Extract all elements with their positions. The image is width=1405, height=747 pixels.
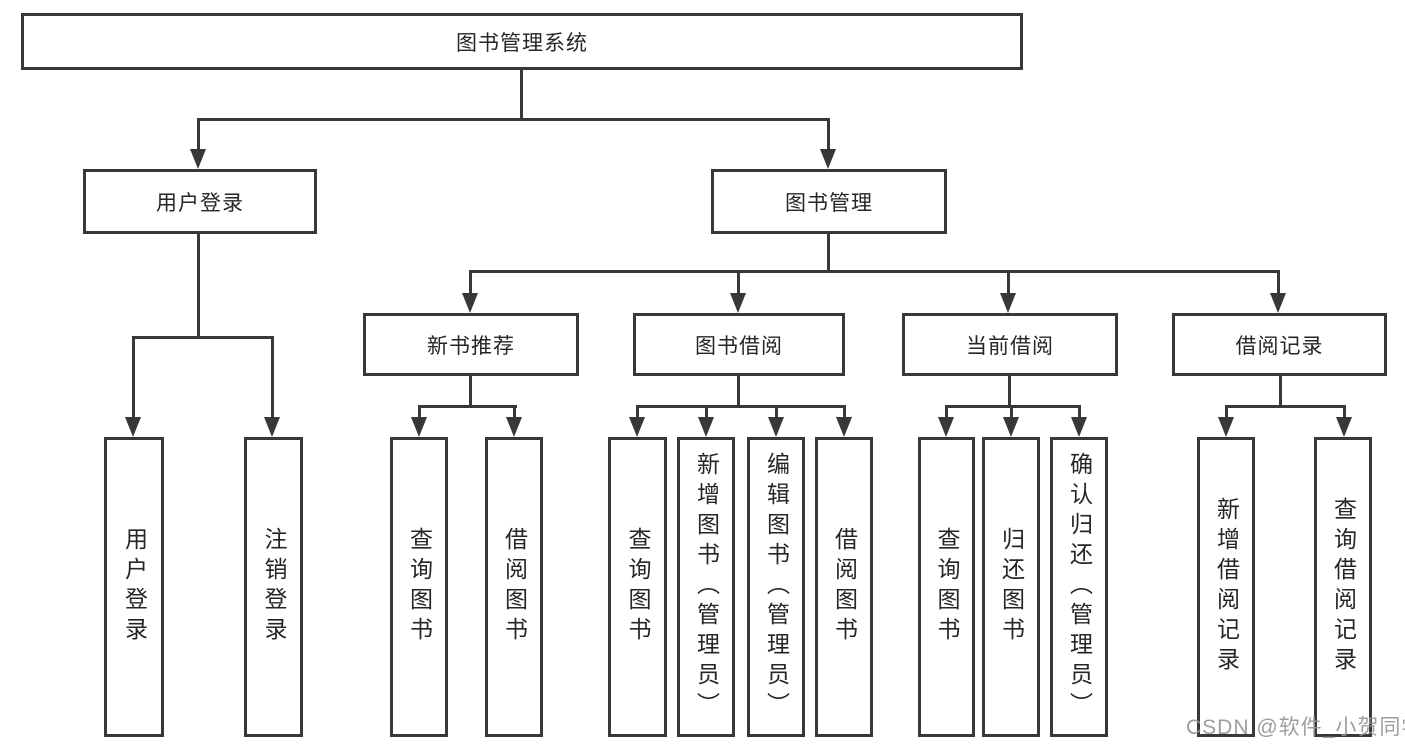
arrow-down-icon — [1336, 417, 1352, 437]
arrow-down-icon — [1000, 293, 1016, 313]
connector-line — [737, 270, 740, 295]
leaf-newbook-borrow-books: 借阅图书 — [485, 437, 543, 737]
leaf-record-add-borrow-record-label: 新增借阅记录 — [1213, 497, 1240, 677]
arrow-down-icon — [506, 417, 522, 437]
node-book-borrow: 图书借阅 — [633, 313, 845, 376]
leaf-current-confirm-return-admin-label: 确认归还（管理员） — [1066, 452, 1093, 722]
leaf-current-query-books: 查询图书 — [918, 437, 975, 737]
leaf-record-query-borrow-record-label: 查询借阅记录 — [1330, 497, 1357, 677]
connector-line — [271, 336, 274, 419]
connector-line — [418, 405, 421, 419]
leaf-current-return-books: 归还图书 — [982, 437, 1040, 737]
leaf-borrow-add-books-admin: 新增图书（管理员） — [677, 437, 735, 737]
node-new-book-recommend: 新书推荐 — [363, 313, 579, 376]
leaf-logout-label: 注销登录 — [261, 527, 287, 647]
connector-line — [737, 375, 740, 408]
node-current-borrow: 当前借阅 — [902, 313, 1118, 376]
leaf-borrow-query-books: 查询图书 — [608, 437, 667, 737]
connector-line — [1007, 270, 1010, 295]
leaf-newbook-query-books-label: 查询图书 — [406, 527, 433, 647]
connector-line — [418, 405, 517, 408]
leaf-newbook-borrow-books-label: 借阅图书 — [501, 527, 528, 647]
connector-line — [520, 70, 523, 120]
connector-line — [945, 405, 1081, 408]
leaf-borrow-add-books-admin-label: 新增图书（管理员） — [693, 452, 720, 722]
csdn-watermark: CSDN @软件_小贺同学 — [1186, 716, 1405, 739]
connector-line — [705, 405, 708, 419]
connector-line — [1010, 405, 1013, 419]
leaf-user-login-label: 用户登录 — [121, 527, 148, 647]
leaf-record-query-borrow-record: 查询借阅记录 — [1314, 437, 1372, 737]
leaf-current-return-books-label: 归还图书 — [998, 527, 1025, 647]
leaf-current-confirm-return-admin: 确认归还（管理员） — [1050, 437, 1108, 737]
node-root-label: 图书管理系统 — [456, 31, 588, 55]
node-book-management: 图书管理 — [711, 169, 947, 234]
leaf-current-query-books-label: 查询图书 — [934, 527, 960, 647]
arrow-down-icon — [190, 149, 206, 169]
arrow-down-icon — [125, 417, 141, 437]
connector-line — [636, 405, 639, 419]
connector-line — [1277, 270, 1280, 295]
connector-line — [1279, 375, 1282, 408]
connector-line — [636, 405, 846, 408]
connector-line — [1078, 405, 1081, 419]
node-borrow-record-label: 借阅记录 — [1235, 334, 1324, 358]
node-borrow-record: 借阅记录 — [1172, 313, 1387, 376]
arrow-down-icon — [411, 417, 427, 437]
leaf-borrow-borrow-books: 借阅图书 — [815, 437, 873, 737]
connector-line — [945, 405, 948, 419]
arrow-down-icon — [836, 417, 852, 437]
node-root: 图书管理系统 — [21, 13, 1023, 70]
connector-line — [469, 270, 472, 295]
connector-line — [197, 233, 200, 339]
leaf-borrow-edit-books-admin: 编辑图书（管理员） — [747, 437, 805, 737]
connector-line — [132, 336, 274, 339]
connector-line — [775, 405, 778, 419]
connector-line — [843, 405, 846, 419]
leaf-logout: 注销登录 — [244, 437, 303, 737]
connector-line — [1343, 405, 1346, 419]
connector-line — [1008, 375, 1011, 408]
leaf-record-add-borrow-record: 新增借阅记录 — [1197, 437, 1255, 737]
connector-line — [513, 405, 516, 419]
node-book-management-label: 图书管理 — [785, 191, 873, 215]
node-new-book-recommend-label: 新书推荐 — [427, 334, 515, 358]
connector-line — [827, 233, 830, 273]
node-current-borrow-label: 当前借阅 — [966, 334, 1054, 358]
node-user-login-label: 用户登录 — [156, 191, 244, 215]
arrow-down-icon — [1218, 417, 1234, 437]
leaf-user-login: 用户登录 — [104, 437, 164, 737]
connector-line — [827, 118, 830, 151]
arrow-down-icon — [730, 293, 746, 313]
arrow-down-icon — [938, 417, 954, 437]
leaf-borrow-borrow-books-label: 借阅图书 — [831, 527, 858, 647]
arrow-down-icon — [1270, 293, 1286, 313]
arrow-down-icon — [820, 149, 836, 169]
arrow-down-icon — [462, 293, 478, 313]
arrow-down-icon — [698, 417, 714, 437]
node-book-borrow-label: 图书借阅 — [695, 334, 783, 358]
connector-line — [469, 270, 1280, 273]
leaf-borrow-edit-books-admin-label: 编辑图书（管理员） — [763, 452, 790, 722]
arrow-down-icon — [768, 417, 784, 437]
arrow-down-icon — [1071, 417, 1087, 437]
leaf-borrow-query-books-label: 查询图书 — [625, 527, 651, 647]
node-user-login: 用户登录 — [83, 169, 317, 234]
connector-line — [1225, 405, 1345, 408]
arrow-down-icon — [629, 417, 645, 437]
connector-line — [469, 375, 472, 408]
connector-line — [197, 118, 200, 151]
connector-line — [1225, 405, 1228, 419]
connector-line — [197, 118, 830, 121]
leaf-newbook-query-books: 查询图书 — [390, 437, 448, 737]
connector-line — [132, 336, 135, 419]
arrow-down-icon — [1003, 417, 1019, 437]
arrow-down-icon — [264, 417, 280, 437]
